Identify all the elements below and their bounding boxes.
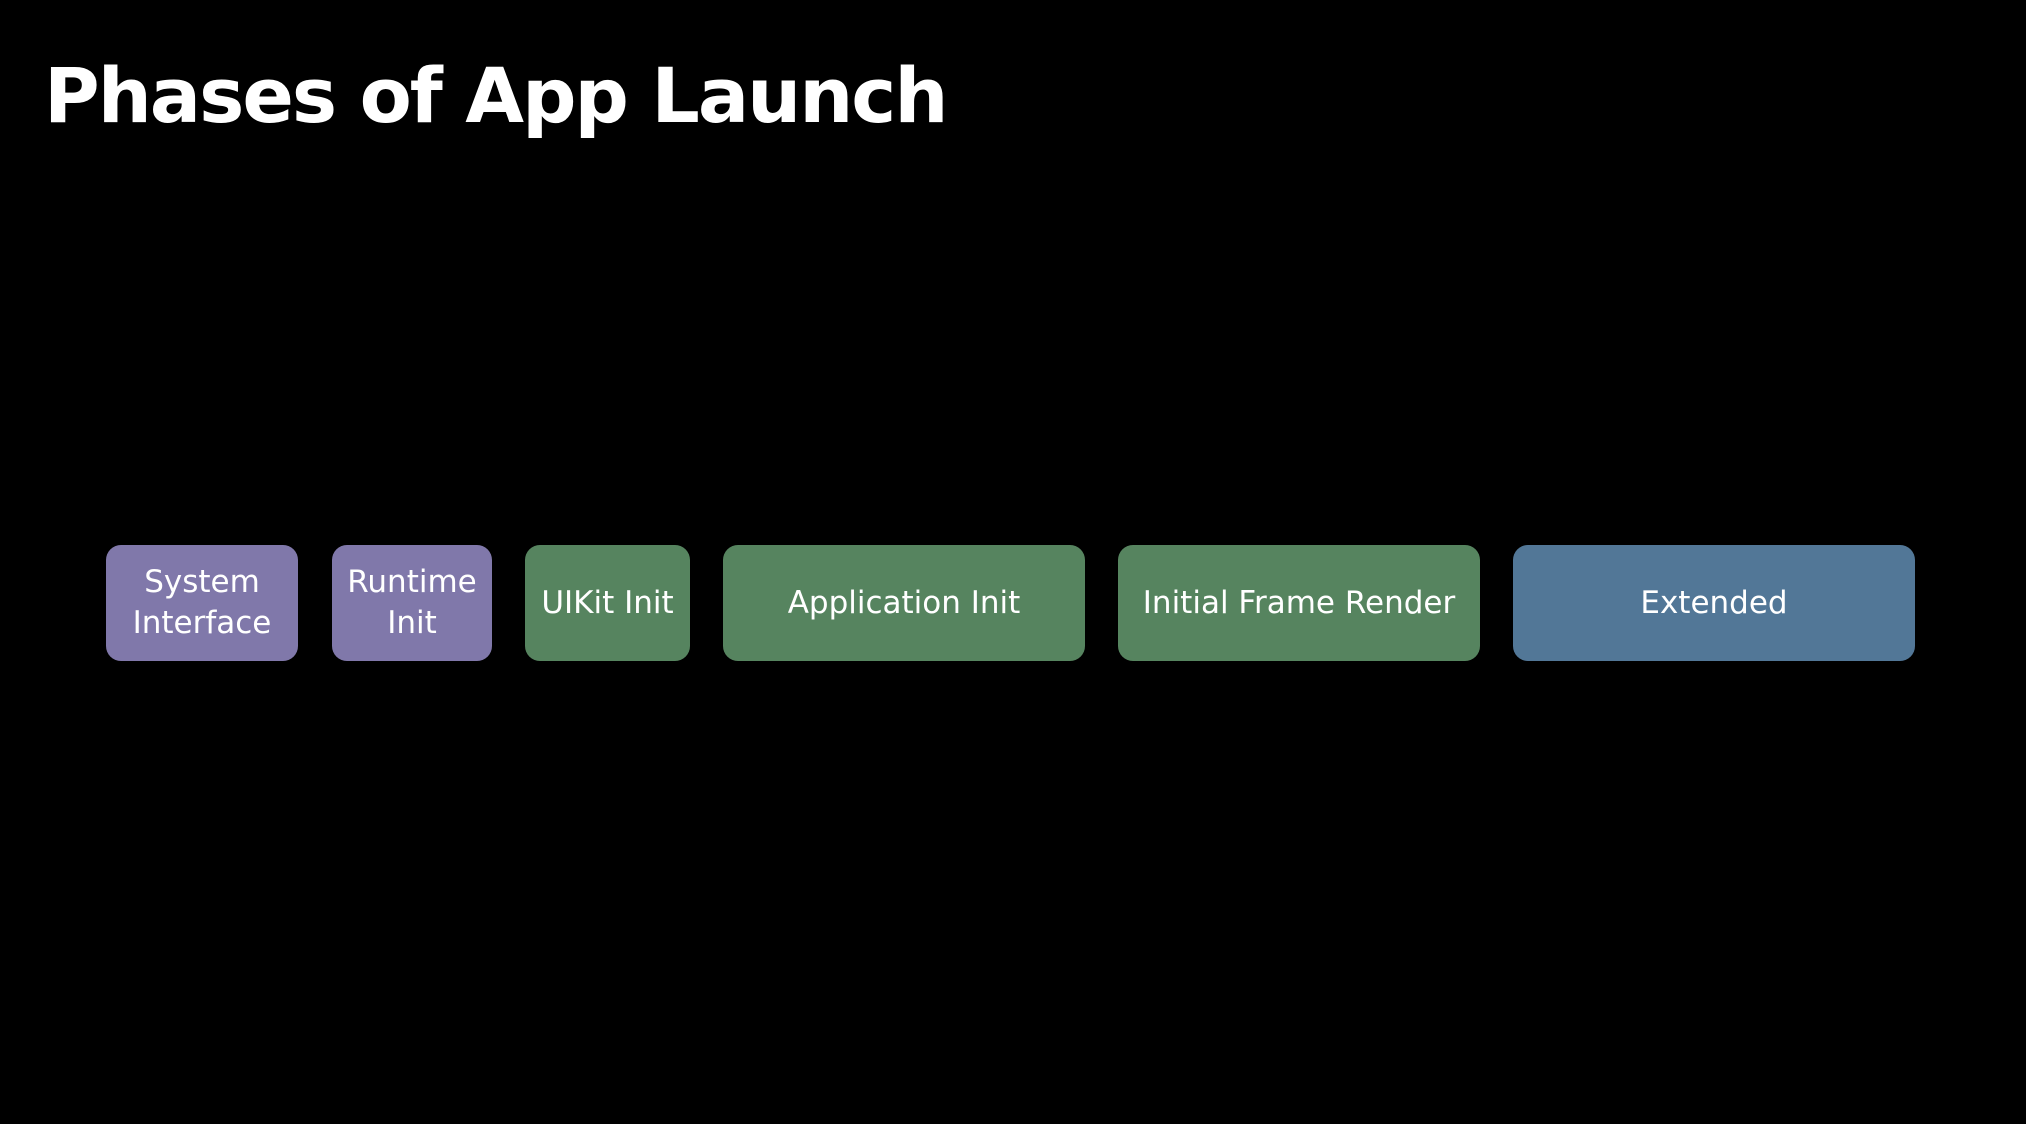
phase-label: Runtime Init [347, 564, 477, 641]
phase-runtime-init: Runtime Init [332, 545, 492, 661]
phase-label: Extended [1640, 584, 1788, 621]
phase-system-interface: System Interface [106, 545, 298, 661]
phase-extended: Extended [1513, 545, 1915, 661]
phase-label: UIKit Init [541, 584, 674, 621]
phase-application-init: Application Init [723, 545, 1085, 661]
phase-label: System Interface [132, 564, 272, 641]
slide-title: Phases of App Launch [44, 51, 948, 140]
phase-label: Application Init [787, 584, 1021, 621]
phase-uikit-init: UIKit Init [525, 545, 690, 661]
phase-initial-frame-render: Initial Frame Render [1118, 545, 1480, 661]
phase-label: Initial Frame Render [1142, 584, 1456, 621]
